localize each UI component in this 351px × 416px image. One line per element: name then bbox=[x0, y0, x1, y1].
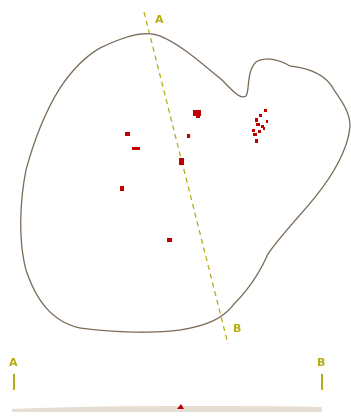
feature-marker bbox=[256, 123, 260, 126]
feature-markers bbox=[120, 109, 268, 242]
feature-marker bbox=[255, 139, 258, 143]
feature-marker bbox=[179, 158, 184, 165]
section-line bbox=[144, 12, 228, 344]
profile-band bbox=[12, 406, 322, 412]
feature-marker bbox=[125, 132, 130, 136]
profile-end-tick bbox=[321, 374, 323, 390]
feature-marker bbox=[187, 134, 190, 138]
section-start-label: A bbox=[155, 14, 164, 25]
feature-marker bbox=[263, 127, 265, 130]
feature-marker bbox=[255, 118, 258, 122]
feature-marker bbox=[258, 130, 261, 133]
profile-end-label: B bbox=[317, 357, 325, 368]
profile-strip bbox=[0, 398, 351, 412]
feature-marker bbox=[259, 114, 262, 117]
feature-marker bbox=[120, 186, 124, 191]
feature-marker bbox=[132, 147, 140, 150]
feature-marker bbox=[167, 238, 172, 242]
feature-marker bbox=[253, 133, 257, 136]
section-end-label: B bbox=[233, 323, 241, 334]
feature-marker bbox=[196, 114, 200, 118]
feature-marker bbox=[252, 129, 255, 132]
region-outline bbox=[21, 34, 350, 333]
profile-start-tick bbox=[13, 374, 15, 390]
profile-start-label: A bbox=[9, 357, 18, 368]
feature-marker bbox=[266, 120, 268, 123]
feature-marker bbox=[264, 109, 267, 112]
